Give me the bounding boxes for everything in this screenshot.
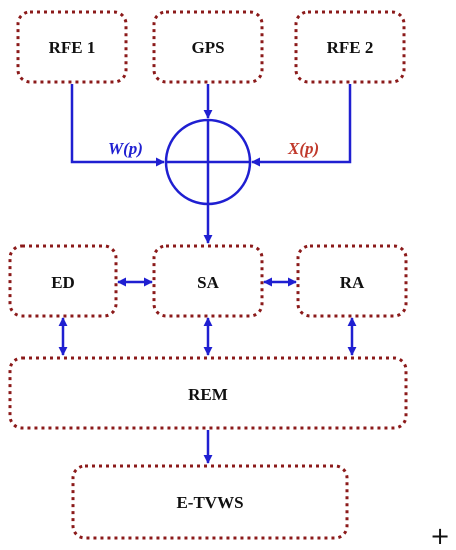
rfe2-label: RFE 2 [327, 38, 374, 57]
corner-plus-mark: + [430, 522, 450, 550]
rfe1-label: RFE 1 [49, 38, 96, 57]
ed-label: ED [51, 273, 75, 292]
rfe2-to-junction-arrow [251, 84, 352, 167]
rfe1-to-junction-arrow [70, 84, 165, 167]
gps-block: GPS [152, 10, 264, 84]
rfe2-block: RFE 2 [294, 10, 406, 84]
ra-label: RA [340, 273, 365, 292]
rfe1-block: RFE 1 [16, 10, 128, 84]
etvws-label: E-TVWS [176, 493, 243, 512]
rem-label: REM [188, 385, 228, 404]
w-signal-label: W(p) [108, 139, 143, 158]
x-signal-label: X(p) [287, 139, 319, 158]
sa-block: SA [152, 244, 264, 318]
gps-label: GPS [191, 38, 224, 57]
sa-label: SA [197, 273, 219, 292]
summing-junction [164, 118, 252, 206]
etvws-block: E-TVWS [71, 464, 349, 540]
ed-block: ED [8, 244, 118, 318]
ra-block: RA [296, 244, 408, 318]
rem-block: REM [8, 356, 408, 430]
